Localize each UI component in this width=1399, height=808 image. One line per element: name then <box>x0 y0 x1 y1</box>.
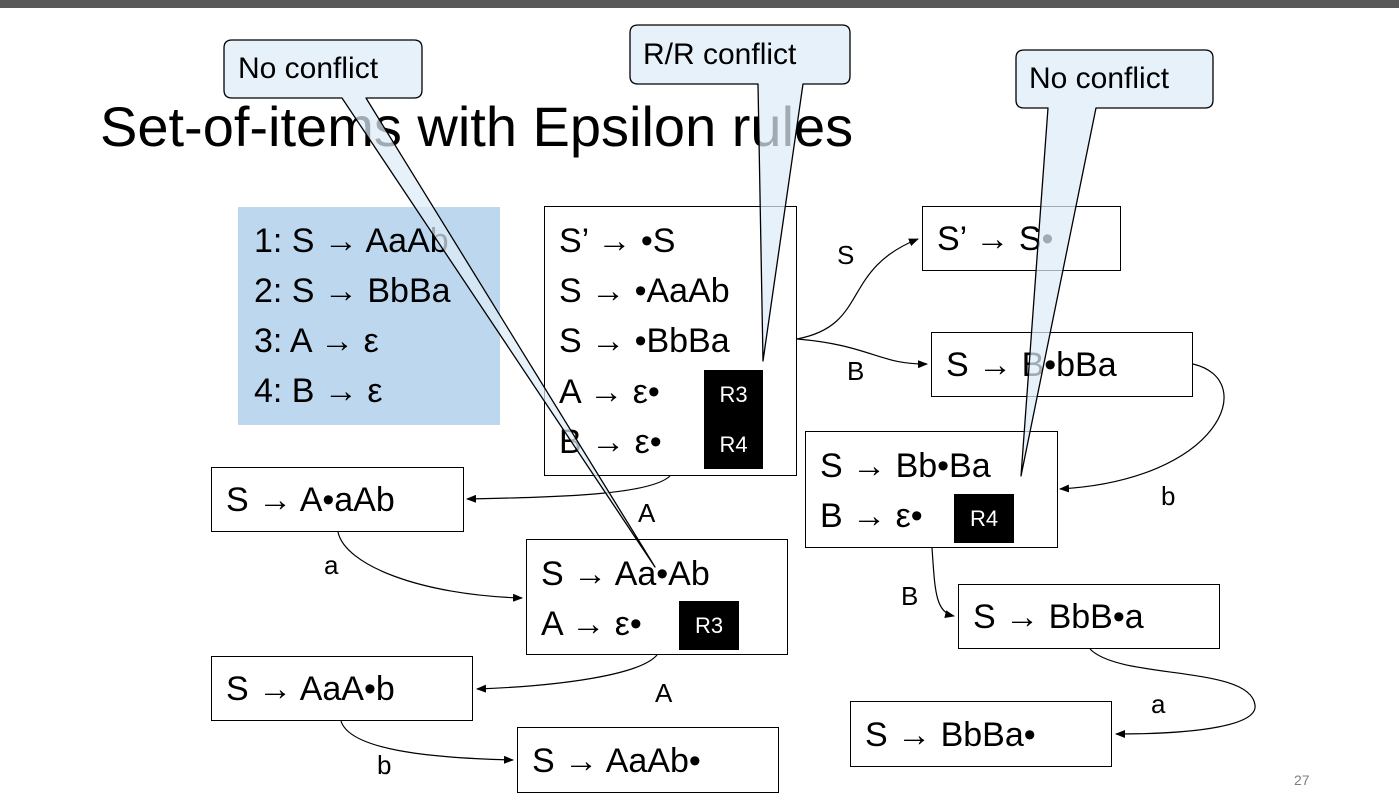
edge-label: b <box>1161 481 1176 511</box>
reduce-tag: R3 <box>679 601 739 650</box>
item: B → ε• <box>820 497 923 535</box>
page-number: 27 <box>1294 772 1310 788</box>
item: S → Bb•Ba <box>820 447 991 485</box>
state-bbba: S → BbBa• <box>850 701 1112 767</box>
edge-a-aa <box>337 531 523 602</box>
edge-b-bb <box>1059 363 1225 493</box>
item: A → ε• <box>559 373 660 411</box>
item: S’ → S• <box>937 220 1054 258</box>
edge-label: B <box>901 581 919 611</box>
item: S’ → •S <box>559 222 676 260</box>
edge-label: A <box>655 678 673 708</box>
callout-right-bubble <box>1015 49 1214 477</box>
callout-right-text: No conflict <box>1029 62 1170 95</box>
callout-left-text: No conflict <box>238 52 379 85</box>
edge-bb-bbb <box>931 547 955 619</box>
slide-title: Set-of-items with Epsilon rules <box>100 95 854 158</box>
item: A → ε• <box>541 605 642 643</box>
edge-start-accept <box>796 238 919 340</box>
state-aa-ab: S → Aa•Ab A → ε• R3 <box>526 539 788 655</box>
reduce-tag: R3 <box>704 370 763 420</box>
grammar-rule: 2: S → BbBa <box>254 272 451 310</box>
item: S → A•aAb <box>226 481 395 519</box>
reduce-tag: R4 <box>954 494 1014 543</box>
item: S → AaA•b <box>226 670 395 708</box>
state-bb-ba: S → Bb•Ba B → ε• R4 <box>805 431 1058 548</box>
edge-label: a <box>1151 689 1166 719</box>
grammar-rule: 3: A → ε <box>254 322 379 360</box>
top-bar <box>0 0 1399 8</box>
callout-middle-text: R/R conflict <box>643 38 797 71</box>
item: S → BbB•a <box>973 598 1144 636</box>
reduce-tag: R4 <box>704 420 763 469</box>
item: S → BbBa• <box>865 716 1036 754</box>
callout-left-bubble <box>223 39 656 568</box>
state-aaab: S → AaAb• <box>517 727 779 793</box>
grammar-rule: 4: B → ε <box>254 372 383 410</box>
edge-label: b <box>377 750 392 780</box>
edge-label: S <box>837 240 855 270</box>
item: S → •AaAb <box>559 272 730 310</box>
edge-aa-aaa <box>476 654 658 693</box>
state-aaa-b: S → AaA•b <box>211 656 473 721</box>
item: S → Aa•Ab <box>541 555 710 593</box>
state-start: S’ → •S S → •AaAb S → •BbBa A → ε• B → ε… <box>544 206 797 476</box>
state-a-aab: S → A•aAb <box>211 467 464 532</box>
edge-start-b <box>796 338 928 369</box>
edge-label: a <box>324 550 339 580</box>
state-accept: S’ → S• <box>922 206 1121 271</box>
edge-aaa-aaab <box>340 720 514 764</box>
item: S → AaAb• <box>532 742 701 780</box>
grammar-rule: 1: S → AaAb <box>254 222 449 260</box>
edge-bbb-bbba <box>1089 648 1256 738</box>
edge-label: B <box>847 356 865 386</box>
callout-middle-bubble <box>629 24 851 362</box>
state-bbb-a: S → BbB•a <box>958 584 1220 649</box>
grammar-rules: 1: S → AaAb 2: S → BbBa 3: A → ε 4: B → … <box>238 207 500 425</box>
item: S → •BbBa <box>559 322 730 360</box>
edge-start-a <box>466 475 671 503</box>
edge-label: A <box>638 498 656 528</box>
